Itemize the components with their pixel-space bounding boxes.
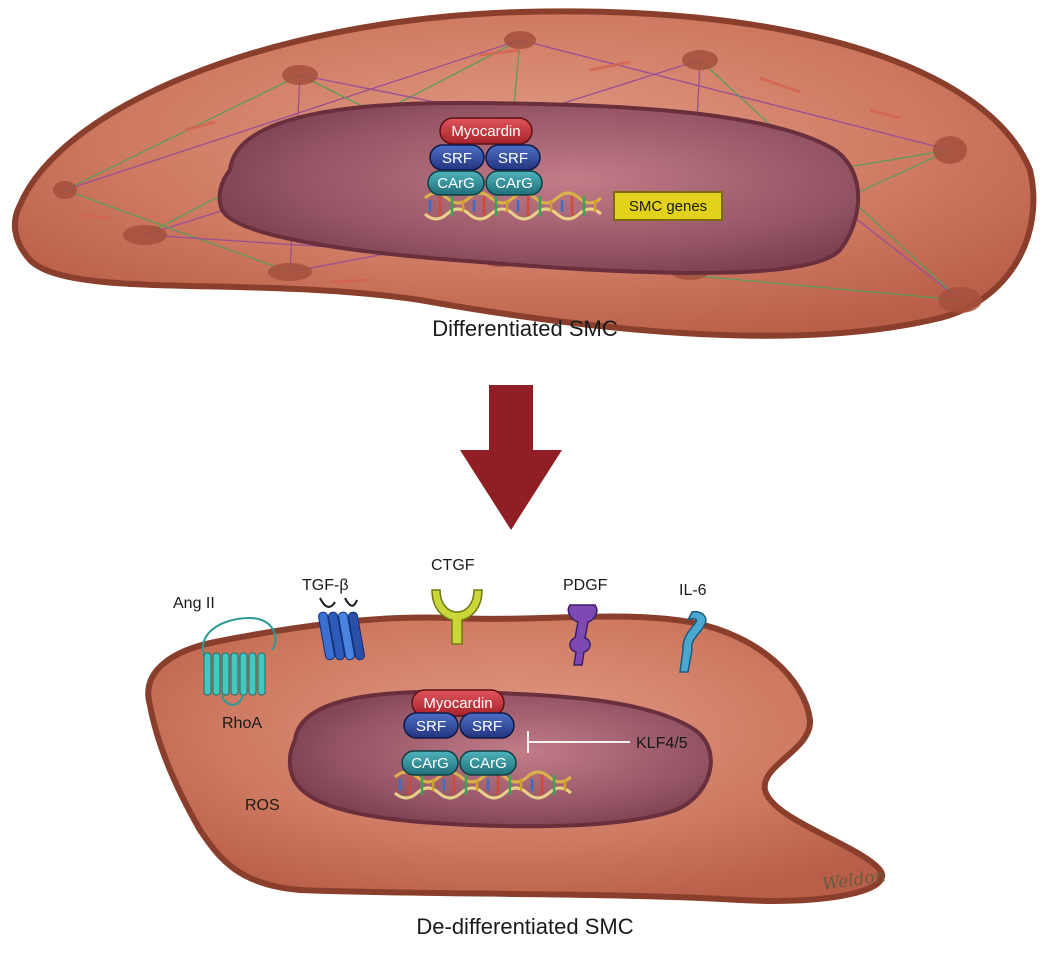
carg-label: CArG	[411, 755, 449, 772]
srf-label: SRF	[416, 718, 446, 735]
transition-arrow	[460, 385, 562, 530]
carg-pill-left: CArG	[401, 750, 459, 776]
srf-label: SRF	[442, 150, 472, 167]
carg-label: CArG	[495, 175, 533, 192]
tgf-beta-receptor-icon	[318, 597, 365, 661]
receptor-label: IL-6	[679, 582, 707, 599]
carg-label: CArG	[437, 175, 475, 192]
klf-inhibition: KLF4/5	[527, 731, 688, 753]
smc-genes-label: SMC genes	[629, 198, 707, 215]
srf-pill-right: SRF	[485, 144, 541, 171]
smc-genes-box: SMC genes	[613, 191, 723, 221]
dedifferentiated-cell: Myocardin SRF SRF CArG CArG KLF4/5 RhoA …	[145, 557, 886, 904]
rhoa-label: RhoA	[222, 715, 262, 732]
carg-label: CArG	[469, 755, 507, 772]
dna-helix	[423, 191, 603, 221]
srf-label: SRF	[472, 718, 502, 735]
srf-pill-right: SRF	[459, 712, 515, 739]
carg-pill-right: CArG	[459, 750, 517, 776]
myocardin-label: Myocardin	[423, 695, 492, 712]
ros-label: ROS	[245, 797, 280, 814]
carg-pill-left: CArG	[427, 170, 485, 196]
seven-tm-receptor-icon	[201, 616, 277, 706]
srf-pill-left: SRF	[429, 144, 485, 171]
differentiated-cell: Myocardin SRF SRF CArG CArG SMC genes	[11, 8, 1037, 339]
myocardin-pill: Myocardin	[439, 117, 533, 145]
srf-pill-left: SRF	[403, 712, 459, 739]
dedifferentiated-smc-caption: De-differentiated SMC	[416, 914, 634, 939]
carg-pill-right: CArG	[485, 170, 543, 196]
il6-receptor-icon	[679, 610, 707, 673]
klf-label: KLF4/5	[636, 735, 688, 752]
myocardin-pill: Myocardin	[411, 689, 505, 717]
receptor-label: CTGF	[431, 557, 475, 574]
ctgf-receptor-icon	[431, 589, 483, 645]
srf-label: SRF	[498, 150, 528, 167]
receptor-label: Ang II	[173, 595, 215, 612]
differentiated-smc-caption: Differentiated SMC	[432, 316, 618, 341]
pdgf-receptor-icon	[567, 604, 598, 666]
receptor-label: PDGF	[563, 577, 608, 594]
receptor-label: TGF-β	[302, 577, 349, 594]
myocardin-label: Myocardin	[451, 123, 520, 140]
dna-helix	[393, 770, 573, 800]
